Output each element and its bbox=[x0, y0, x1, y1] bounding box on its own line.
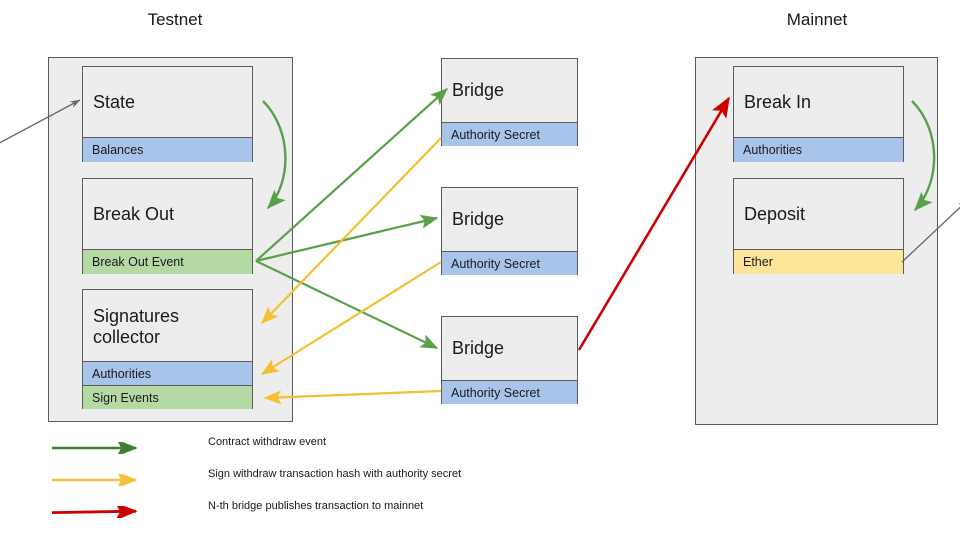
card-deposit-title: Deposit bbox=[744, 203, 806, 224]
card-deposit-row-ether[interactable]: Ether bbox=[734, 249, 903, 274]
card-bridge-2-title: Bridge bbox=[452, 209, 505, 230]
card-state-title: State bbox=[93, 91, 136, 112]
card-state[interactable]: State Balances bbox=[82, 66, 253, 162]
mainnet-title: Mainnet bbox=[786, 10, 848, 29]
card-bridge-1-title: Bridge bbox=[452, 80, 505, 101]
legend-item-contract-withdraw-event: Contract withdraw event bbox=[50, 432, 570, 464]
card-signatures-collector[interactable]: Signatures collector Authorities Sign Ev… bbox=[82, 289, 253, 409]
legend-item-sign-withdraw-hash: Sign withdraw transaction hash with auth… bbox=[50, 464, 570, 496]
legend-arrow-yellow-icon bbox=[52, 474, 138, 486]
legend-label-contract-withdraw-event: Contract withdraw event bbox=[208, 436, 326, 448]
legend-item-nth-bridge-publishes: N-th bridge publishes transaction to mai… bbox=[50, 496, 570, 528]
card-bridge-3-row-authority-secret[interactable]: Authority Secret bbox=[442, 380, 577, 404]
card-break-in-row-authorities[interactable]: Authorities bbox=[734, 137, 903, 162]
testnet-title: Testnet bbox=[147, 10, 203, 29]
card-break-in-title: Break In bbox=[744, 91, 812, 112]
card-signatures-collector-row-authorities[interactable]: Authorities bbox=[83, 361, 252, 385]
card-deposit[interactable]: Deposit Ether bbox=[733, 178, 904, 274]
card-bridge-1[interactable]: Bridge Authority Secret bbox=[441, 58, 578, 146]
card-signatures-collector-title: Signatures collector bbox=[93, 306, 180, 347]
card-break-in[interactable]: Break In Authorities bbox=[733, 66, 904, 162]
card-bridge-2[interactable]: Bridge Authority Secret bbox=[441, 187, 578, 275]
legend-arrow-green-icon bbox=[52, 442, 138, 454]
card-bridge-2-row-authority-secret[interactable]: Authority Secret bbox=[442, 251, 577, 275]
card-bridge-1-row-authority-secret[interactable]: Authority Secret bbox=[442, 122, 577, 146]
card-state-row-balances[interactable]: Balances bbox=[83, 137, 252, 162]
card-break-out-title: Break Out bbox=[93, 203, 175, 224]
card-break-out[interactable]: Break Out Break Out Event bbox=[82, 178, 253, 274]
card-bridge-3[interactable]: Bridge Authority Secret bbox=[441, 316, 578, 404]
legend: Contract withdraw event Sign withdraw tr… bbox=[50, 432, 570, 528]
legend-label-sign-withdraw-hash: Sign withdraw transaction hash with auth… bbox=[208, 468, 462, 480]
legend-arrow-red-icon bbox=[51, 506, 138, 518]
card-break-out-row-event[interactable]: Break Out Event bbox=[83, 249, 252, 274]
card-signatures-collector-row-sign-events[interactable]: Sign Events bbox=[83, 385, 252, 409]
legend-label-nth-bridge-publishes: N-th bridge publishes transaction to mai… bbox=[208, 500, 424, 512]
card-bridge-3-title: Bridge bbox=[452, 338, 505, 359]
